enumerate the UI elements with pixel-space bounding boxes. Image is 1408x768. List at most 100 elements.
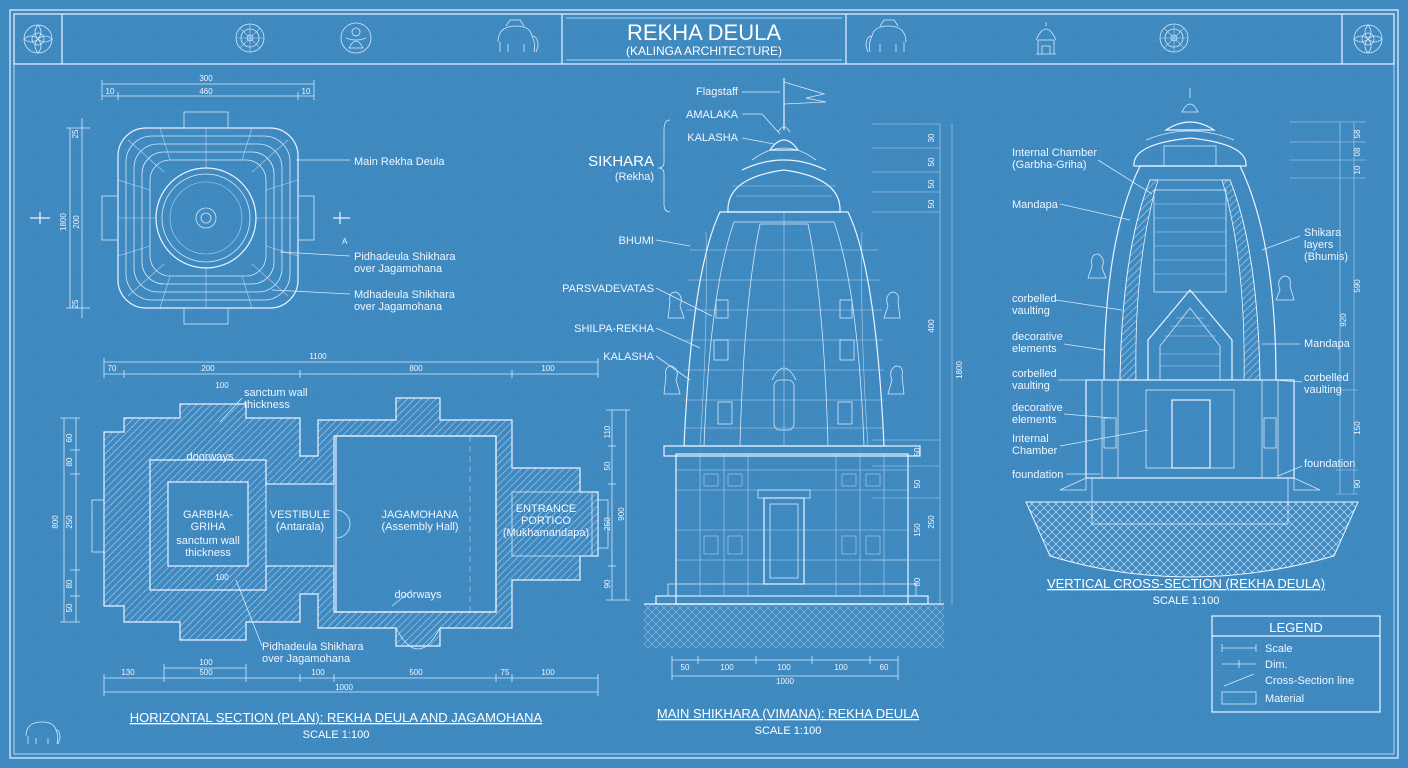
dim-label: 150: [913, 523, 922, 537]
dim-label: 800: [51, 515, 60, 529]
dim-label: 500: [199, 668, 213, 677]
dim-label: 80: [65, 579, 74, 588]
dim-label: 90: [1353, 479, 1362, 488]
dim-label: 90: [603, 579, 612, 588]
dim-label: 30: [927, 133, 936, 142]
dim-label: 50: [913, 479, 922, 488]
roof-plan: A 300 10 460 10 25 1800 200 25 Main Rekh…: [30, 74, 456, 325]
label-kalasha: KALASHA: [603, 351, 654, 363]
label-sikhara: SIKHARA: [588, 153, 654, 170]
dim-label: 50: [927, 179, 936, 188]
dim-label: 1000: [776, 677, 794, 686]
dim-label: 10: [106, 87, 115, 96]
sheet-border: [9, 9, 1399, 759]
dim-label: 1800: [955, 361, 964, 379]
label-parsvadevatas: PARSVADEVATAS: [562, 283, 654, 295]
shrine-icon: [1035, 22, 1057, 55]
dim-label: 100: [834, 663, 848, 672]
dim-label: 80: [65, 457, 74, 466]
dim-label: 50: [927, 199, 936, 208]
dim-label: 100: [777, 663, 791, 672]
dim-label: 60: [65, 433, 74, 442]
section-scale: SCALE 1:100: [1153, 595, 1220, 607]
dim-label: 250: [927, 515, 936, 529]
label-doorways-left: doorways: [186, 451, 234, 463]
legend-item-material: Material: [1265, 693, 1304, 705]
elevation-scale: SCALE 1:100: [755, 725, 822, 737]
dimension-icon: [1222, 660, 1256, 668]
dim-label: 100: [199, 658, 213, 667]
dim-label: 250: [603, 517, 612, 531]
label-rekha: (Rekha): [615, 171, 654, 183]
section-mark: A: [342, 237, 348, 246]
dim-label: 1100: [309, 352, 327, 361]
dim-label: 10: [1353, 165, 1362, 174]
lotus-rosette-icon: [23, 24, 53, 54]
mandala-icon: [235, 23, 265, 53]
dim-label: 50: [65, 603, 74, 612]
dim-label: 250: [65, 515, 74, 529]
dim-label: 1000: [335, 683, 353, 692]
cross-section-icon: [1223, 673, 1255, 687]
dim-label: 70: [108, 364, 117, 373]
plan-scale: SCALE 1:100: [303, 729, 370, 741]
dim-label: 50: [681, 663, 690, 672]
dim-label: 1800: [59, 213, 68, 231]
dim-label: 58: [1353, 129, 1362, 138]
vimana-elevation: Flagstaff AMALAKA KALASHA SIKHARA (Rekha…: [562, 78, 964, 737]
dim-label: 800: [409, 364, 423, 373]
dim-label: 400: [927, 319, 936, 333]
legend-title: LEGEND: [1269, 620, 1322, 635]
label-flagstaff: Flagstaff: [696, 86, 739, 98]
label-mandapa-right: Mandapa: [1304, 338, 1351, 350]
dim-label: 100: [215, 381, 229, 390]
dim-label: 50: [603, 461, 612, 470]
dim-label: 590: [1353, 279, 1362, 293]
section-title: VERTICAL CROSS-SECTION (REKHA DEULA): [1047, 576, 1325, 591]
dim-label: 900: [617, 507, 626, 521]
label-foundation-right: foundation: [1304, 458, 1355, 470]
vertical-cross-section: Internal Chamber(Garbha-Griha) Mandapa c…: [1012, 88, 1366, 607]
dim-label: 50: [913, 447, 922, 456]
dim-label: 100: [541, 364, 555, 373]
plan-title: HORIZONTAL SECTION (PLAN): REKHA DEULA A…: [130, 710, 543, 725]
label-foundation-left: foundation: [1012, 469, 1063, 481]
mandala-icon: [1159, 23, 1189, 53]
label-doorways-bottom: doorways: [394, 589, 442, 601]
label-main-rekha: Main Rekha Deula: [354, 156, 445, 168]
dim-label: 130: [121, 668, 135, 677]
elephant-icon: [25, 721, 61, 745]
dim-label: 50: [927, 157, 936, 166]
label-internal-chamber-top: Internal Chamber(Garbha-Griha): [1012, 147, 1097, 171]
label-vestibule: VESTIBULE(Antarala): [270, 509, 331, 533]
dim-label: 80: [913, 577, 922, 586]
legend-item-scale: Scale: [1265, 643, 1293, 655]
dim-label: 500: [409, 668, 423, 677]
dim-label: 100: [541, 668, 555, 677]
legend-item-cross-section: Cross-Section line: [1265, 675, 1354, 687]
label-kalasha-top: KALASHA: [687, 132, 738, 144]
label-amalaka: AMALAKA: [686, 109, 739, 121]
dim-label: 920: [1339, 313, 1348, 327]
dim-label: 25: [71, 299, 80, 308]
header-band: REKHA DEULA (KALINGA ARCHITECTURE): [13, 13, 1395, 65]
label-mandapa-left: Mandapa: [1012, 199, 1059, 211]
scale-icon: [1221, 644, 1257, 652]
dim-label: 460: [199, 87, 213, 96]
material-swatch-icon: [1221, 691, 1257, 705]
dim-label: 110: [603, 425, 612, 438]
dim-label: 100: [720, 663, 734, 672]
dim-label: 25: [71, 129, 80, 138]
